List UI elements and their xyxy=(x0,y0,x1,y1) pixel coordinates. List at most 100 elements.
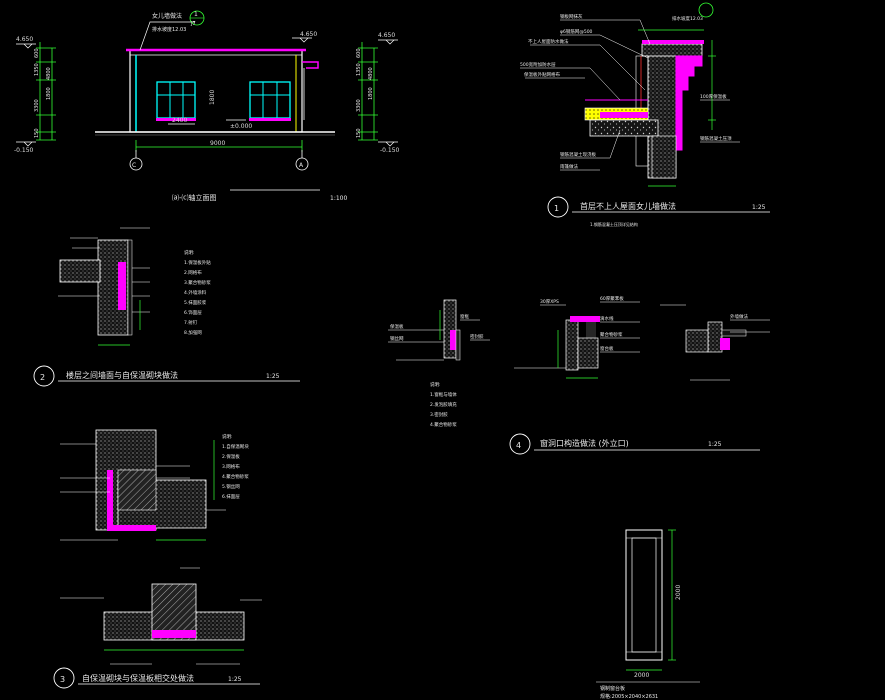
detail-2-note: 4.外墙涂料 xyxy=(184,289,207,296)
detail-1-num: 1 xyxy=(554,204,559,213)
callout-label: 女儿墙做法 xyxy=(152,12,182,20)
level-bottom-left: -0.150 xyxy=(14,147,34,154)
detail-1-label: 钢板网抹灰 xyxy=(560,13,583,20)
detail-4-note: 3.密封胶 xyxy=(430,411,448,418)
detail-5-height: 2000 xyxy=(675,585,682,600)
level-top-left: 4.650 xyxy=(16,36,33,43)
detail-4-label: 滴水线 xyxy=(600,315,614,322)
detail-3-note: 6.抹面层 xyxy=(222,493,240,500)
detail-5-width: 2000 xyxy=(634,672,649,679)
detail-4-label: 钢丝网 xyxy=(390,335,404,342)
axis-bubble-a xyxy=(295,157,309,171)
detail-4-title: 窗洞口构造做法 (外立口) xyxy=(540,438,629,448)
elevation-drawing xyxy=(16,10,398,191)
detail-2-note: 1.保温板外贴 xyxy=(184,259,211,266)
detail-4-note: 4.聚合物砂浆 xyxy=(430,421,457,428)
detail-4-label: 60厚聚苯板 xyxy=(600,295,624,302)
detail-3-num: 3 xyxy=(60,675,65,684)
elevation-left-dim: 4800 xyxy=(46,67,52,80)
detail-1-label: 钢筋混凝土压顶 xyxy=(700,135,732,142)
callout-sheet: J7 xyxy=(190,21,196,27)
axis-label-c: C xyxy=(132,162,136,169)
detail-2-note: 5.抹面胶浆 xyxy=(184,299,207,306)
slope-label: 排水坡度12.03 xyxy=(152,26,186,33)
elevation-title: ⒜-⒞轴立面图 xyxy=(172,193,217,202)
window-width-dim: 2400 xyxy=(172,117,187,124)
detail-2-num: 2 xyxy=(40,373,45,382)
detail-2-note: 6.饰面层 xyxy=(184,309,202,316)
elevation-left-dim: 3300 xyxy=(34,99,40,112)
detail-2-bubble xyxy=(33,365,55,387)
detail-3-bubble xyxy=(53,667,75,689)
elevation-right-dim: 4800 xyxy=(368,67,374,80)
window-height-dim: 1800 xyxy=(209,90,216,105)
detail-3-junction xyxy=(53,567,262,689)
elevation-scale: 1:100 xyxy=(330,195,347,202)
detail-2-scale: 1:25 xyxy=(266,373,280,380)
elevation-right-dim: 600 xyxy=(356,48,362,58)
detail-4-label: 窗框 xyxy=(460,313,469,320)
window-right xyxy=(249,81,291,121)
elevation-right-dim: 150 xyxy=(356,128,362,138)
detail-3-note: 3.网格布 xyxy=(222,463,240,470)
elevation-left-dim: 600 xyxy=(34,48,40,58)
detail-4-scale: 1:25 xyxy=(708,441,722,448)
level-bottom-right: -0.150 xyxy=(380,147,400,154)
callout-num: 1 xyxy=(194,11,198,18)
detail-1-title: 首层不上人屋面女儿墙做法 xyxy=(580,201,676,211)
detail-4-window xyxy=(388,299,770,455)
detail-2-note: 7.射钉 xyxy=(184,319,198,326)
elevation-left-dim: 150 xyxy=(34,128,40,138)
detail-5-caption1: 钢制窗台板 xyxy=(600,685,625,692)
total-width-dim: 9000 xyxy=(210,140,225,147)
window-left xyxy=(156,81,196,121)
detail-4-num: 4 xyxy=(516,441,521,450)
detail-2-wall xyxy=(33,227,300,387)
elevation-right-dim: 1350 xyxy=(356,63,362,76)
detail-2-note: 3.聚合物砂浆 xyxy=(184,279,211,286)
detail-1-label: 排水坡度12.03 xyxy=(672,15,703,22)
detail-3-title: 自保温砌块与保温板相交处做法 xyxy=(82,673,194,683)
elevation-left-dim: 1800 xyxy=(46,87,52,100)
detail-3-note: 1.自保温砌块 xyxy=(222,443,249,450)
axis-bubble-c xyxy=(129,157,143,171)
detail-3-note: 5.钢丝网 xyxy=(222,483,240,490)
detail-4-label: 密封胶 xyxy=(470,333,484,340)
detail-4-label: 外墙做法 xyxy=(730,313,748,320)
detail-1-note: 1.钢筋混凝土压顶详见结构 xyxy=(590,221,638,227)
elevation-right-dim: 3300 xyxy=(356,99,362,112)
detail-4-label: 窗台板 xyxy=(600,345,614,352)
level-top-mid: 4.650 xyxy=(300,31,317,38)
detail-2-note: 说明: xyxy=(184,249,195,256)
detail-3-note: 说明: xyxy=(222,433,233,440)
left-dimension-chain xyxy=(36,42,56,141)
detail-4-bubble xyxy=(509,433,531,455)
detail-1-label: 500宽附加防水层 xyxy=(520,61,556,68)
detail-1-label: 100厚保温板 xyxy=(700,93,727,100)
detail-5-caption2: 规格:2005×2040×2631 xyxy=(600,693,658,700)
right-dimension-chain xyxy=(358,42,378,141)
detail-1-parapet xyxy=(520,2,770,218)
detail-1-label: 保温板外贴网格布 xyxy=(524,71,560,78)
detail-1-scale: 1:25 xyxy=(752,204,766,211)
elevation-left-dim: 1350 xyxy=(34,63,40,76)
detail-2-note: 2.网格布 xyxy=(184,269,202,276)
detail-4-label: 聚合物砂浆 xyxy=(600,331,623,338)
detail-1-label: φ6钢筋网@500 xyxy=(560,28,593,35)
detail-4-label: 30厚XPS xyxy=(540,299,559,305)
detail-4-label: 保温板 xyxy=(390,323,404,330)
level-top-right: 4.650 xyxy=(378,32,395,39)
detail-3-corner xyxy=(60,429,226,541)
detail-4-note: 2.发泡胶填充 xyxy=(430,401,457,408)
detail-3-note: 2.保温板 xyxy=(222,453,240,460)
detail-3-scale: 1:25 xyxy=(228,676,242,683)
detail-5-panel xyxy=(596,529,700,683)
elevation-right-dim: 1800 xyxy=(368,87,374,100)
detail-1-label: 不上人屋面防水做法 xyxy=(528,38,569,45)
detail-4-note: 说明: xyxy=(430,381,441,388)
axis-label-a: A xyxy=(299,162,304,169)
detail-1-label: 雨篷做法 xyxy=(560,163,578,170)
detail-4-note: 1.窗框与墙体 xyxy=(430,391,457,398)
